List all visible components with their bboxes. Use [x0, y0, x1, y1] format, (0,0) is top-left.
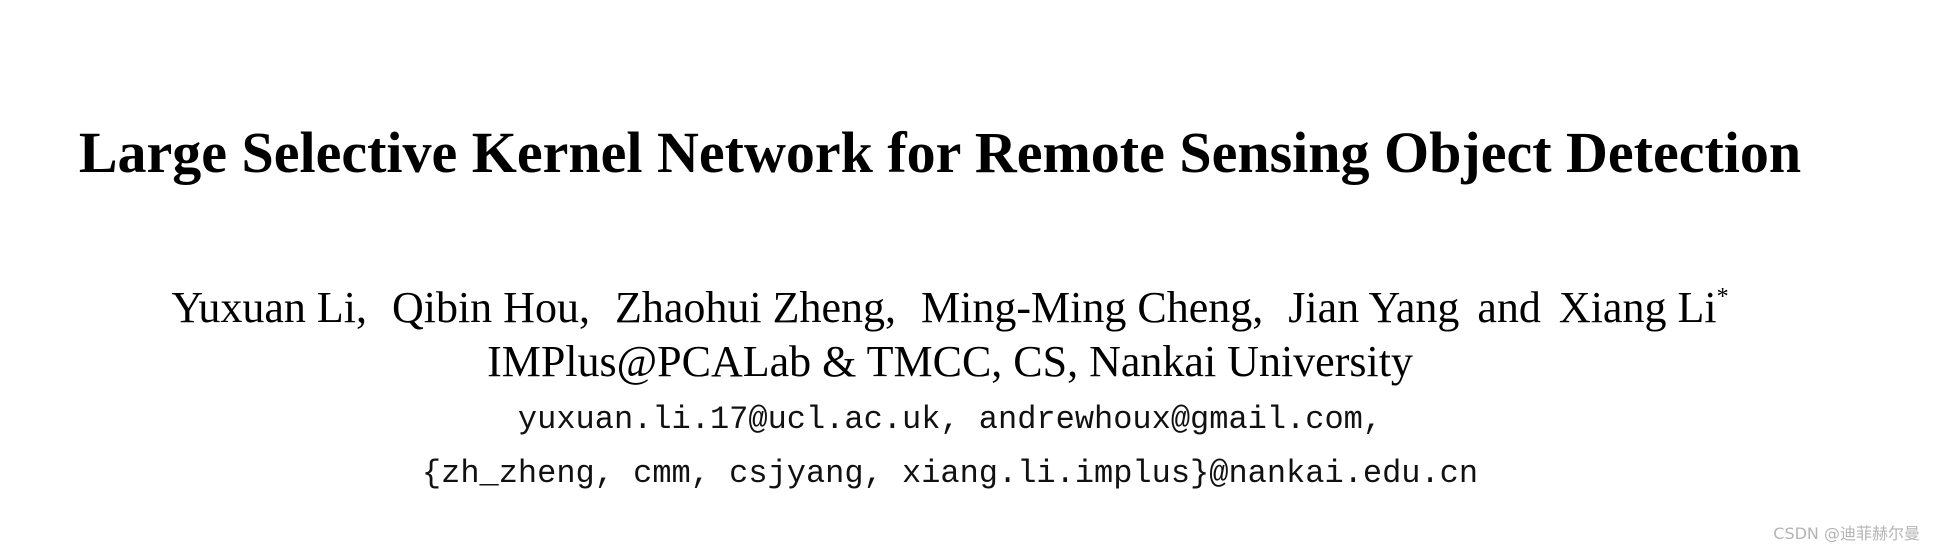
- paper-title: Large Selective Kernel Network for Remot…: [78, 120, 1802, 185]
- author-name: Xiang Li: [1558, 283, 1717, 332]
- author-name: Yuxuan Li,: [171, 283, 367, 332]
- author-list: Yuxuan Li, Qibin Hou, Zhaohui Zheng, Min…: [120, 282, 1780, 334]
- author-conjunction: and: [1477, 283, 1541, 332]
- author-name: Zhaohui Zheng,: [614, 283, 896, 332]
- affiliation: IMPlus@PCALab & TMCC, CS, Nankai Univers…: [487, 337, 1413, 386]
- author-name: Qibin Hou,: [391, 283, 590, 332]
- email-line: {zh_zheng, cmm, csjyang, xiang.li.implus…: [421, 455, 1479, 492]
- author-name: Ming-Ming Cheng,: [921, 283, 1264, 332]
- email-line: yuxuan.li.17@ucl.ac.uk, andrewhoux@gmail…: [517, 401, 1383, 438]
- author-name: Jian Yang: [1288, 283, 1460, 332]
- watermark: CSDN @迪菲赫尔曼: [1773, 524, 1920, 543]
- corresponding-author-mark: *: [1716, 284, 1729, 310]
